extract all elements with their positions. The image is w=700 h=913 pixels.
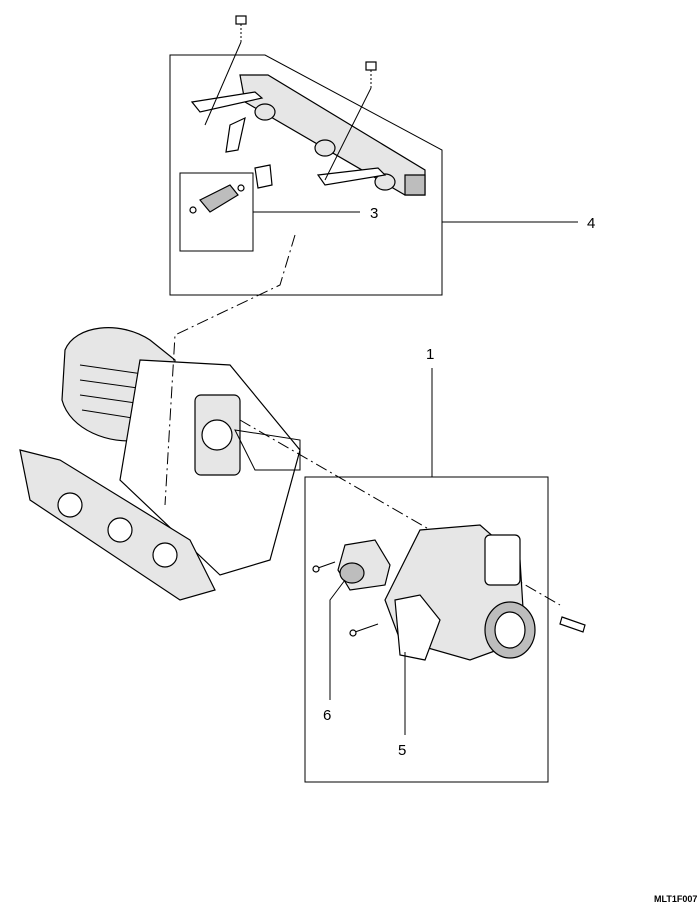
callout-1: 1 (426, 346, 434, 363)
bolt-right (365, 61, 377, 88)
injector-clip (254, 164, 273, 189)
rail-socket-1 (254, 103, 276, 121)
bolt-left-guide (204, 41, 242, 126)
rail-socket-3 (374, 173, 396, 191)
throttle-outlet-bore (494, 611, 526, 649)
fuel-rail-assembly (169, 15, 578, 296)
intake-manifold (19, 327, 301, 601)
callout-5: 5 (398, 742, 406, 759)
callout-4: 4 (587, 215, 595, 232)
fuel-injector (189, 184, 245, 214)
rail-bracket-right (316, 167, 387, 186)
iac-connector (339, 562, 365, 584)
throttle-body-box (304, 476, 549, 783)
throttle-position-sensor (394, 594, 441, 661)
callout-3: 3 (370, 205, 378, 222)
port-2 (107, 517, 133, 543)
throttle-body-assembly (304, 368, 586, 783)
rail-bracket-left (190, 91, 264, 113)
screw-tps (349, 623, 379, 637)
leader-6 (329, 579, 346, 700)
callout-6: 6 (323, 707, 331, 724)
bolt-left (235, 15, 247, 42)
plenum-ribs (79, 364, 153, 421)
bolt-right-guide (324, 87, 372, 181)
fuel-inlet-pipe (225, 116, 246, 153)
rail-end-cap (404, 174, 426, 196)
throttle-linkage-cover (484, 534, 521, 586)
port-1 (57, 492, 83, 518)
alignment-line-rail (164, 234, 296, 506)
bolt-throttle (559, 616, 586, 633)
gasket (234, 429, 301, 471)
port-3 (152, 542, 178, 568)
throttle-bore (201, 419, 233, 451)
screw-iac (312, 561, 336, 573)
reference-code: MLT1F007 (654, 894, 697, 904)
rail-socket-2 (314, 139, 336, 157)
